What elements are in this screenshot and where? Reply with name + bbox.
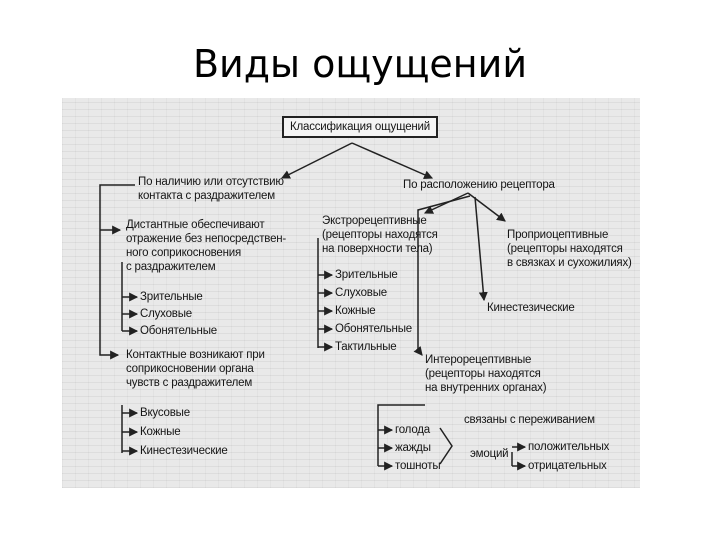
extero-item: Зрительные	[335, 269, 398, 281]
intero-item: голода	[395, 424, 430, 436]
emotion-item: отрицательных	[528, 460, 607, 472]
slide-title: Виды ощущений	[192, 42, 528, 86]
emotions-label: эмоций	[470, 448, 509, 460]
extero-item: Тактильные	[335, 341, 397, 353]
intero-item: тошноты	[395, 460, 441, 472]
contact-item: Кинестезические	[140, 445, 228, 457]
distant-node: Дистантные обеспечивают отражение без не…	[126, 219, 287, 273]
extero-item: Кожные	[335, 305, 376, 317]
proprio-node: Проприоцептивные (рецепторы находятся в …	[507, 229, 632, 269]
kinest-node: Кинестезические	[487, 302, 575, 314]
emotion-item: положительных	[528, 441, 610, 453]
contact-item: Вкусовые	[140, 407, 190, 419]
extero-item: Слуховые	[335, 287, 387, 299]
intero-item: жажды	[395, 442, 431, 454]
right-branch-heading: По расположению рецептора	[403, 179, 555, 191]
left-branch-heading: По наличию или отсутствию контакта с раз…	[138, 176, 284, 202]
extero-node: Экстрорецептивные (рецепторы находятся н…	[322, 215, 438, 255]
linked-label: связаны с переживанием	[464, 414, 595, 426]
extero-item: Обонятельные	[335, 323, 412, 335]
contact-item: Кожные	[140, 426, 181, 438]
distant-item: Слуховые	[140, 308, 192, 320]
distant-item: Зрительные	[140, 291, 203, 303]
contact-node: Контактные возникают при соприкосновении…	[126, 349, 265, 389]
scanned-diagram-background	[62, 98, 640, 488]
distant-item: Обонятельные	[140, 325, 217, 337]
root-node: Классификация ощущений	[282, 116, 438, 138]
intero-node: Интерорецептивные (рецепторы находятся н…	[425, 354, 547, 394]
